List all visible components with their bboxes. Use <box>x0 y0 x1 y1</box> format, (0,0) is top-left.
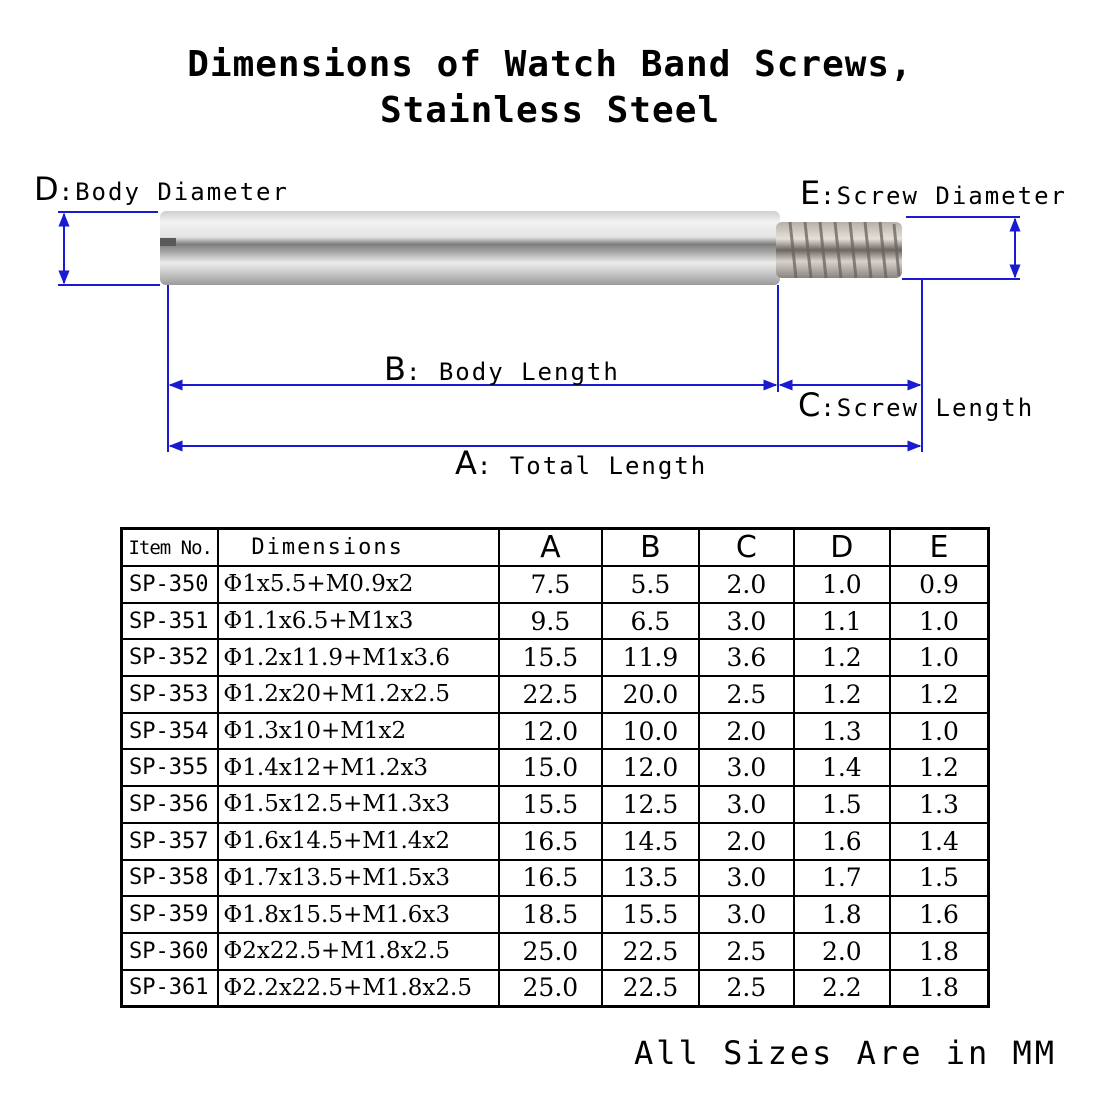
label-body-diameter: D:Body Diameter <box>34 170 289 208</box>
units-note: All Sizes Are in MM <box>634 1034 1058 1072</box>
title-line-1: Dimensions of Watch Band Screws, <box>187 44 913 85</box>
header-e: E <box>889 527 990 567</box>
screw-illustration <box>58 211 1021 452</box>
header-dimensions: Dimensions <box>217 527 501 567</box>
screw-body <box>160 211 780 285</box>
header-c: C <box>698 527 795 567</box>
label-total-length: A: Total Length <box>455 444 708 482</box>
header-item-no: Item No. <box>120 527 220 567</box>
label-screw-diameter: E:Screw Diameter <box>800 174 1067 212</box>
header-b: B <box>600 527 701 567</box>
screw-slot <box>160 238 176 246</box>
label-screw-length: C:Screw Length <box>798 386 1035 424</box>
header-a: A <box>498 527 603 567</box>
screw-thread <box>776 221 902 279</box>
header-d: D <box>792 527 892 567</box>
table-header-row: Item No. Dimensions A B C D E <box>120 527 990 567</box>
screw-diagram: D:Body Diameter E:Screw Diameter B: Body… <box>0 160 1100 500</box>
label-body-length: B: Body Length <box>384 350 620 388</box>
title-line-2: Stainless Steel <box>379 90 721 131</box>
